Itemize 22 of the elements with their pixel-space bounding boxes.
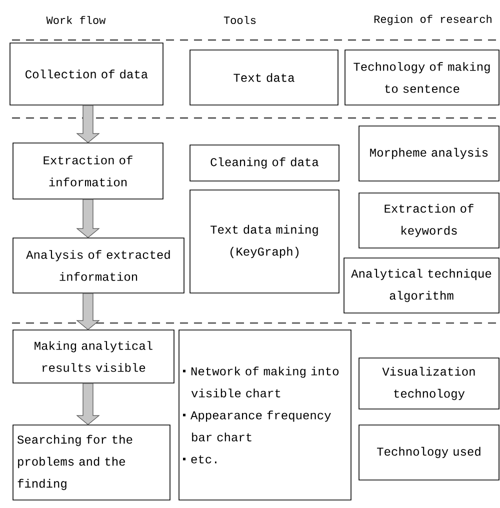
column-heading: Work flow (46, 16, 106, 24)
text-box: Technology of making to sentence (344, 50, 500, 106)
text-box: Extraction of information (12, 142, 164, 200)
block-arrow (76, 293, 100, 330)
text-box: Extraction of keywords (358, 192, 500, 248)
text-box: Visualization technology (358, 358, 500, 410)
text-box: Text data mining (KeyGraph) (190, 190, 340, 294)
text-box: Searching for the problems and the finding (12, 424, 170, 500)
block-arrow (76, 199, 100, 238)
text-box: Network of making into visible chart Appearance frequency bar chart etc. (178, 330, 352, 500)
text-box: Analysis of extracted information (12, 238, 184, 294)
text-box: Analytical technique algorithm (344, 258, 500, 314)
text-box: Technology used (358, 424, 500, 480)
block-arrow (76, 105, 100, 143)
text-box: Making analytical results visible (12, 330, 174, 384)
block-arrow (76, 383, 100, 425)
text-box: Collection of data (10, 42, 164, 106)
text-box: Text data (190, 50, 338, 106)
text-box: Cleaning of data (190, 144, 340, 182)
column-heading: Region of research (374, 14, 492, 26)
text-box: Morpheme analysis (358, 126, 500, 182)
column-heading: Tools (224, 16, 256, 24)
